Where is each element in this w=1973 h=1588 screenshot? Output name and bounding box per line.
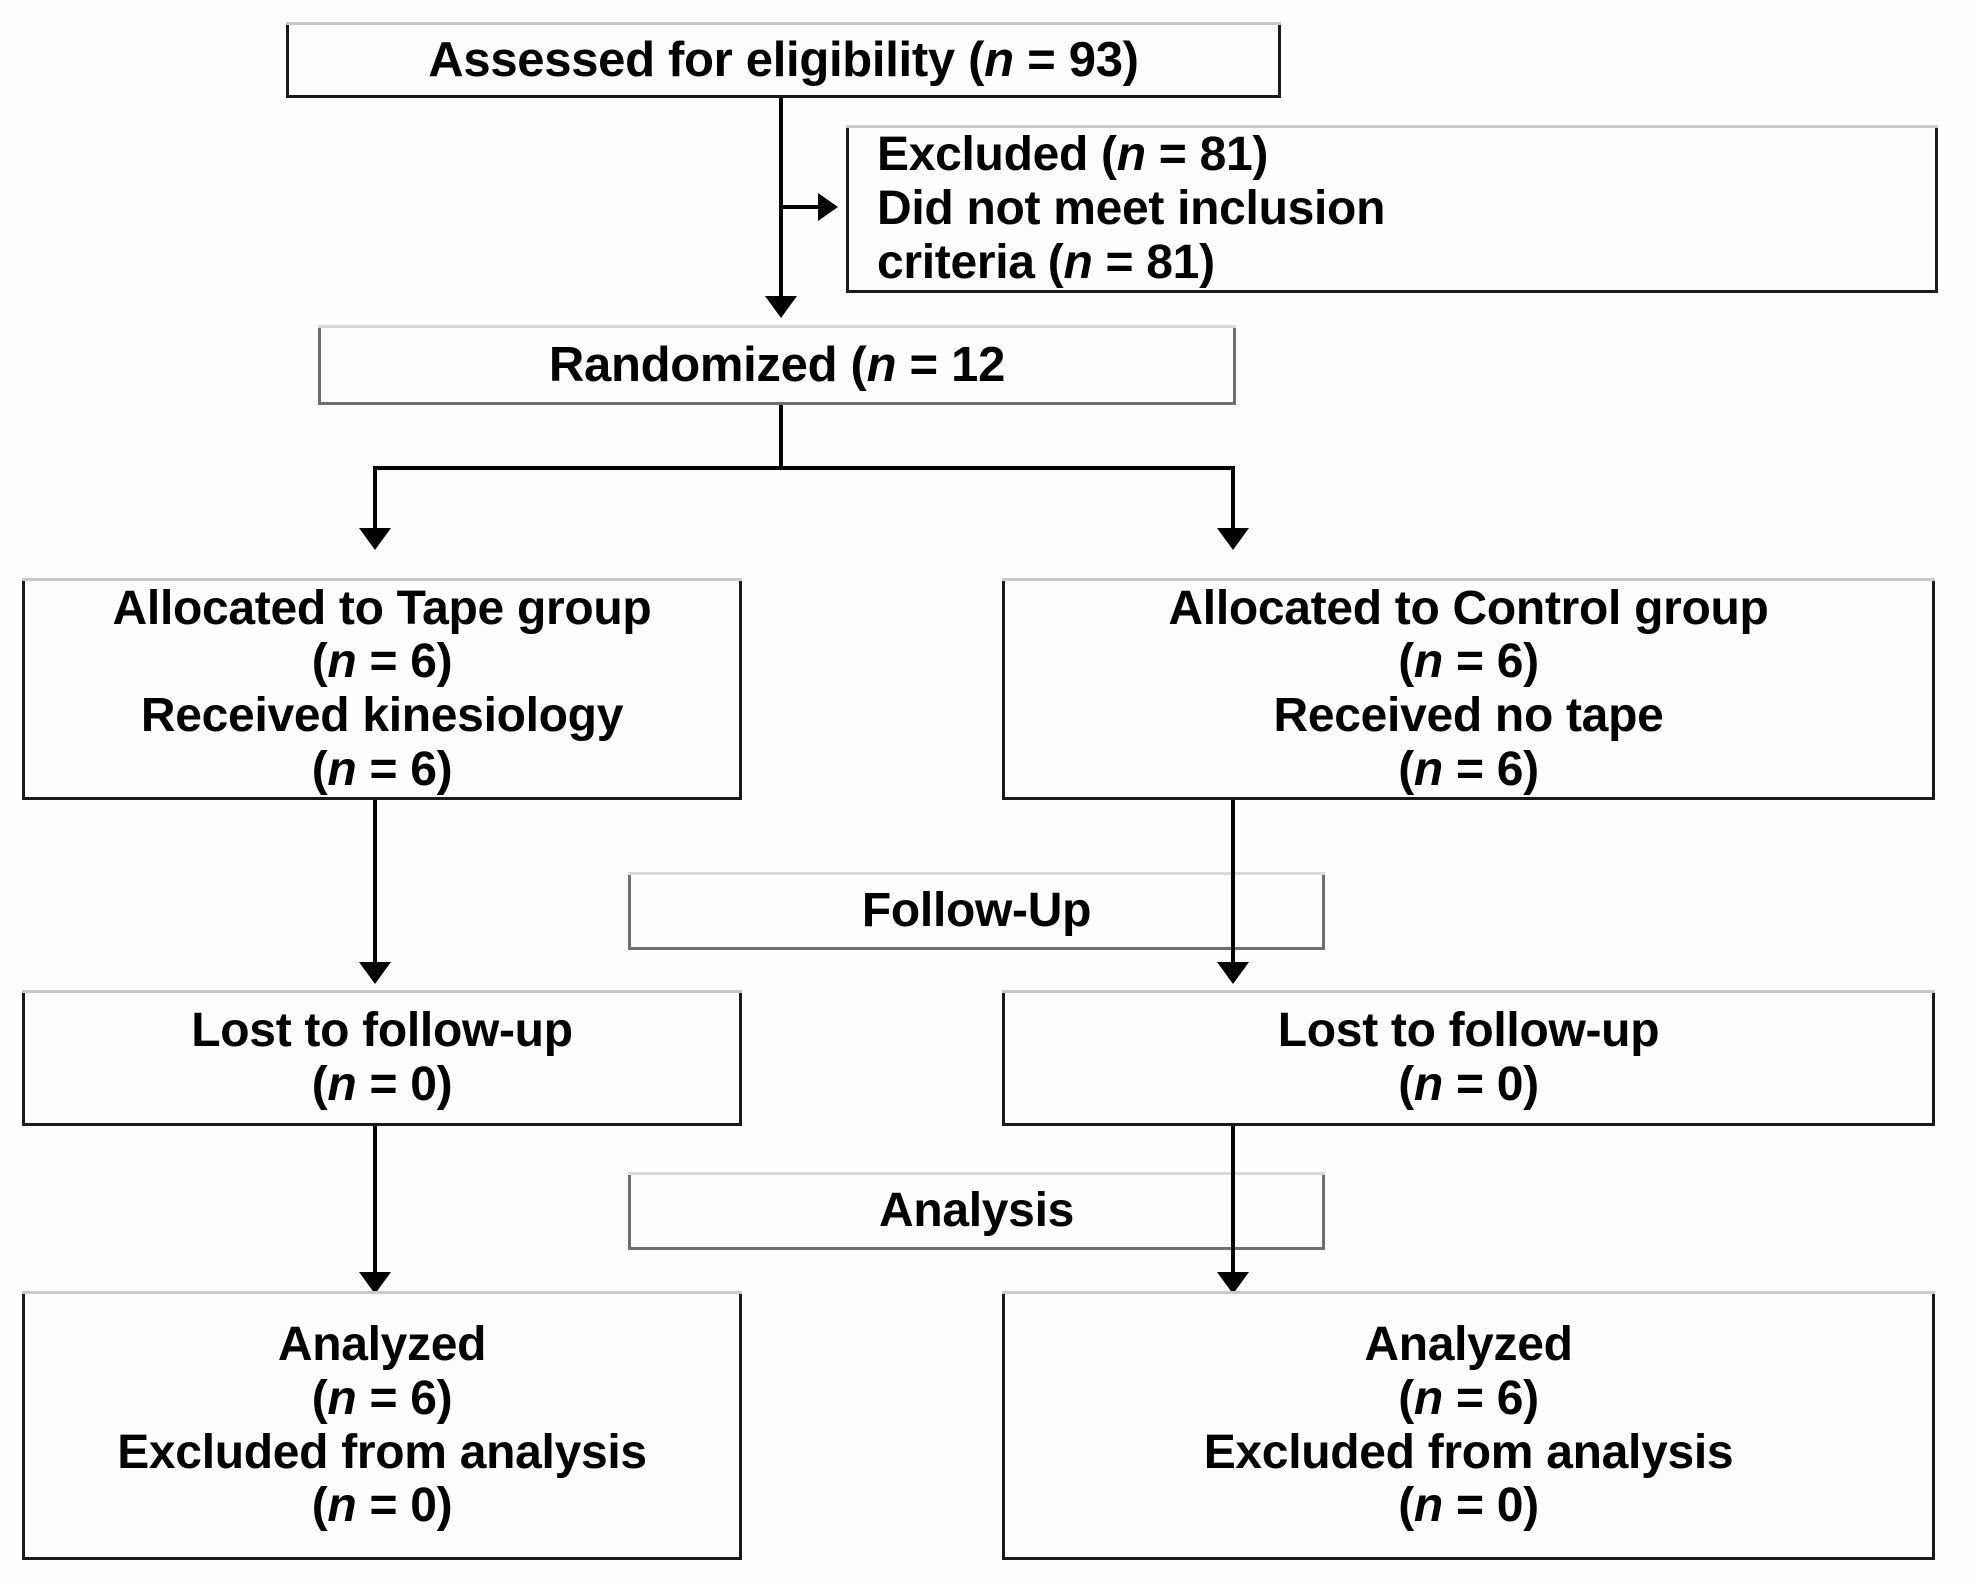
node-lost-control-line-1: Lost to follow-up: [1277, 1004, 1660, 1058]
connector-assessed-to-excluded-line: [779, 205, 821, 209]
node-analyzed-tape-line-3: Excluded from analysis: [117, 1425, 647, 1479]
node-allocated-control-line-4: (n = 6): [1398, 742, 1539, 796]
node-allocated-tape-line-2: (n = 6): [311, 635, 453, 689]
node-lost-tape-line-2: (n = 0): [311, 1058, 453, 1111]
node-excluded: Excluded (n = 81) Did not meet inclusion…: [846, 125, 1938, 293]
connector-lost-tape-to-analyzed-tape-arrowhead: [359, 1272, 391, 1294]
node-analyzed-control: Analyzed (n = 6) Excluded from analysis …: [1002, 1291, 1935, 1560]
connector-assessed-to-randomized-arrowhead: [765, 296, 797, 318]
node-excluded-line-2: Did not meet inclusion: [877, 182, 1386, 236]
connector-alloc-control-to-lost-control: [1231, 800, 1235, 970]
node-lost-to-followup-control: Lost to follow-up (n = 0): [1002, 990, 1935, 1126]
node-analyzed-tape-line-4: (n = 0): [311, 1479, 453, 1533]
connector-randomized-crossbar: [373, 466, 1235, 470]
node-lost-tape-line-1: Lost to follow-up: [191, 1004, 573, 1058]
stage-label-analysis-text: Analysis: [878, 1184, 1075, 1238]
stage-label-follow-up-text: Follow-Up: [861, 884, 1092, 938]
node-randomized-line-1: Randomized (n = 12: [548, 337, 1006, 392]
connector-randomized-stem: [779, 405, 783, 469]
connector-randomized-right-drop: [1231, 466, 1235, 536]
connector-assessed-stem: [779, 98, 783, 306]
node-lost-to-followup-tape: Lost to follow-up (n = 0): [22, 990, 742, 1126]
node-analyzed-control-line-2: (n = 6): [1398, 1371, 1539, 1425]
node-analyzed-tape: Analyzed (n = 6) Excluded from analysis …: [22, 1291, 742, 1560]
connector-lost-control-to-analyzed-control: [1231, 1126, 1235, 1286]
node-analyzed-control-line-3: Excluded from analysis: [1203, 1425, 1734, 1479]
node-analyzed-control-line-1: Analyzed: [1364, 1318, 1573, 1371]
node-allocated-control-line-1: Allocated to Control group: [1168, 581, 1769, 635]
connector-randomized-left-arrowhead: [359, 528, 391, 550]
connector-alloc-tape-to-lost-tape: [373, 800, 377, 970]
node-randomized: Randomized (n = 12: [318, 325, 1236, 405]
connector-alloc-control-to-lost-control-arrowhead: [1217, 962, 1249, 984]
node-excluded-line-3: criteria (n = 81): [877, 235, 1215, 289]
node-allocated-tape-line-3: Received kinesiology: [140, 689, 624, 742]
node-analyzed-tape-line-1: Analyzed: [277, 1318, 487, 1371]
node-allocated-tape-group: Allocated to Tape group (n = 6) Received…: [22, 578, 742, 800]
node-assessed-line-1: Assessed for eligibility (n = 93): [428, 32, 1139, 87]
connector-lost-tape-to-analyzed-tape: [373, 1126, 377, 1286]
stage-label-follow-up: Follow-Up: [628, 872, 1325, 950]
node-analyzed-control-line-4: (n = 0): [1398, 1479, 1539, 1533]
node-allocated-control-group: Allocated to Control group (n = 6) Recei…: [1002, 578, 1935, 800]
node-assessed-for-eligibility: Assessed for eligibility (n = 93): [286, 22, 1281, 98]
stage-label-analysis: Analysis: [628, 1172, 1325, 1250]
connector-randomized-left-drop: [373, 466, 377, 536]
node-lost-control-line-2: (n = 0): [1398, 1058, 1539, 1111]
connector-alloc-tape-to-lost-tape-arrowhead: [359, 962, 391, 984]
connector-assessed-to-excluded-arrowhead: [818, 193, 838, 221]
node-allocated-tape-line-1: Allocated to Tape group: [112, 581, 652, 635]
connector-lost-control-to-analyzed-control-arrowhead: [1217, 1272, 1249, 1294]
node-excluded-line-1: Excluded (n = 81): [877, 128, 1269, 182]
node-allocated-control-line-3: Received no tape: [1273, 689, 1664, 742]
node-allocated-control-line-2: (n = 6): [1398, 635, 1539, 689]
node-analyzed-tape-line-2: (n = 6): [311, 1371, 453, 1425]
node-allocated-tape-line-4: (n = 6): [311, 742, 453, 796]
connector-randomized-right-arrowhead: [1217, 528, 1249, 550]
